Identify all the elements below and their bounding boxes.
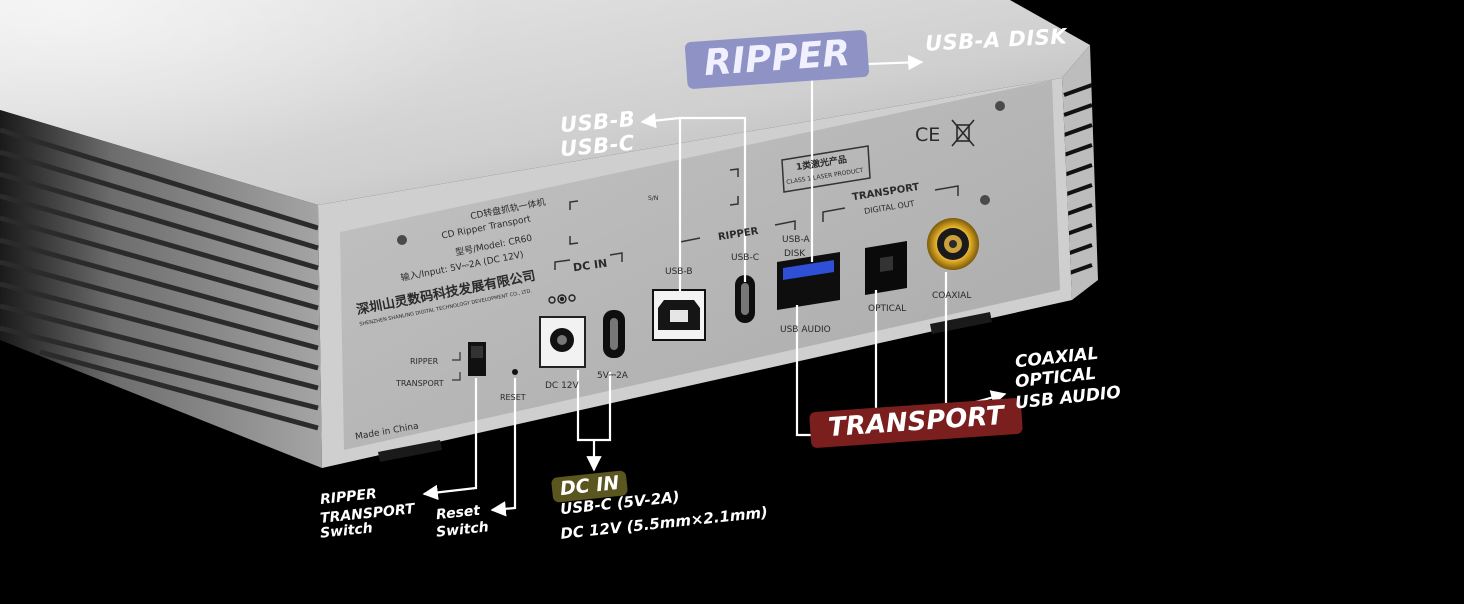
- rear-panel: [340, 80, 1060, 450]
- dc-barrel-jack: [539, 316, 586, 368]
- chassis-right-side: [1062, 45, 1098, 300]
- panel-optical: OPTICAL: [868, 304, 907, 314]
- foot-left: [378, 440, 442, 462]
- panel-usb-b: USB-B: [665, 267, 693, 277]
- optical-port: [865, 241, 907, 295]
- screw-icon: [397, 235, 407, 245]
- polarity-icon: [548, 294, 576, 304]
- sn-box-marks: [569, 168, 739, 245]
- coaxial-port: [927, 218, 979, 270]
- laser-label-box: [781, 145, 871, 193]
- dcin-bracket: [554, 252, 623, 270]
- reset-pinhole: [512, 369, 518, 375]
- panel-switch-transport: TRANSPORT: [396, 379, 444, 388]
- usb-b-port: [652, 289, 706, 341]
- panel-usb-a: USB-A: [782, 235, 810, 245]
- panel-coaxial: COAXIAL: [932, 291, 972, 301]
- heat-fins-left: [0, 127, 319, 431]
- weee-bin-icon: [951, 119, 975, 147]
- panel-usb-c-power: 5V⎓2A: [597, 371, 628, 381]
- usb-a-port: [777, 252, 840, 310]
- transport-bracket: [822, 185, 959, 222]
- panel-sn: S/N: [648, 195, 659, 202]
- panel-dc-12v: DC 12V: [545, 381, 579, 391]
- ripper-transport-switch: [452, 342, 486, 381]
- panel-reset: RESET: [500, 393, 526, 402]
- panel-usb-c: USB-C: [731, 253, 760, 263]
- panel-usb-audio: USB AUDIO: [780, 325, 831, 335]
- screw-icon: [980, 195, 990, 205]
- panel-usb-a-disk: DISK: [784, 249, 806, 259]
- screw-icon: [995, 101, 1005, 111]
- ce-mark-icon: CE: [915, 124, 941, 146]
- panel-switch-ripper: RIPPER: [410, 357, 439, 366]
